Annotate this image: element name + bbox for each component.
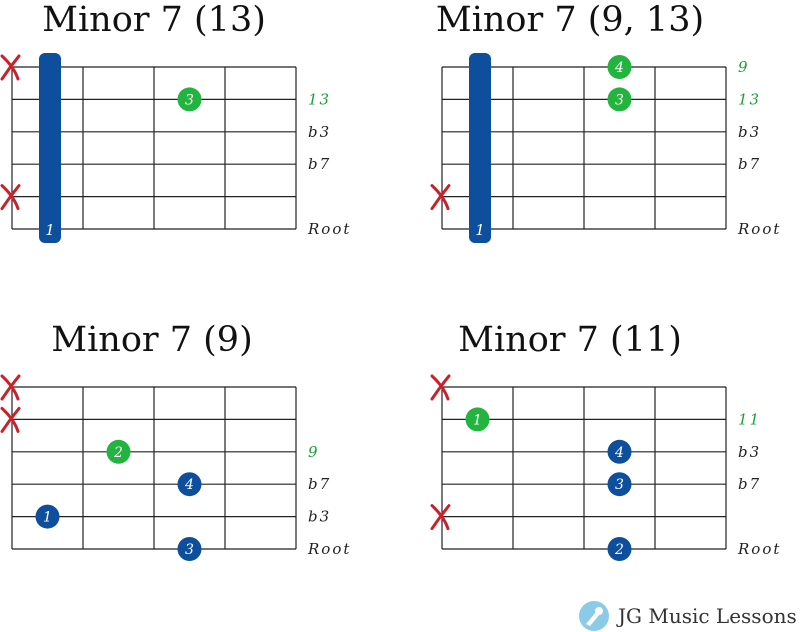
finger-number: 1 <box>473 412 482 428</box>
interval-label: 13 <box>308 90 331 108</box>
mute-x-icon <box>430 504 451 531</box>
finger-number: 2 <box>113 445 123 461</box>
chord-title: Minor 7 (13) <box>42 0 266 40</box>
interval-label: 11 <box>738 410 761 428</box>
interval-label: Root <box>307 540 351 558</box>
interval-label: b7 <box>738 475 761 493</box>
interval-label: Root <box>737 540 781 558</box>
chord-title: Minor 7 (9, 13) <box>435 0 705 40</box>
interval-label: Root <box>307 220 351 238</box>
barre-finger-label: 1 <box>45 221 55 239</box>
finger-dot: 3 <box>607 87 632 112</box>
finger-number: 2 <box>614 542 624 558</box>
finger-number: 3 <box>615 92 624 108</box>
finger-dot: 3 <box>177 537 202 561</box>
interval-label: b3 <box>308 508 331 526</box>
finger-number: 4 <box>184 477 194 493</box>
mute-x-icon <box>0 54 21 81</box>
finger-number: 4 <box>614 60 624 76</box>
brand-name: JG Music Lessons <box>618 604 797 628</box>
interval-label: b3 <box>738 123 761 141</box>
finger-number: 3 <box>185 542 194 558</box>
interval-label: b7 <box>308 475 331 493</box>
finger-dot: 4 <box>607 55 632 79</box>
interval-label: b7 <box>308 155 331 173</box>
finger-dot: 1 <box>465 407 490 432</box>
mute-x-icon <box>0 406 21 433</box>
interval-label: 9 <box>308 443 320 461</box>
barre <box>469 53 491 243</box>
finger-number: 3 <box>185 92 194 108</box>
mute-x-icon <box>0 184 21 211</box>
interval-label: b3 <box>308 123 331 141</box>
interval-label: b7 <box>738 155 761 173</box>
grid <box>441 386 727 550</box>
barre-finger-label: 1 <box>475 221 485 239</box>
mute-x-icon <box>430 184 451 211</box>
finger-dot: 1 <box>35 504 60 529</box>
mute-x-icon <box>430 374 451 401</box>
finger-dot: 3 <box>607 472 632 497</box>
chord-title: Minor 7 (11) <box>458 320 682 360</box>
guitar-pick-icon <box>579 601 609 631</box>
interval-label: Root <box>737 220 781 238</box>
finger-dot: 4 <box>607 439 632 464</box>
barre <box>39 53 61 243</box>
finger-number: 3 <box>615 477 624 493</box>
chord-title: Minor 7 (9) <box>51 320 253 360</box>
finger-dot: 2 <box>106 439 131 464</box>
finger-dot: 3 <box>177 87 202 112</box>
interval-label: b3 <box>738 443 761 461</box>
interval-label: 9 <box>738 58 750 76</box>
mute-x-icon <box>0 374 21 401</box>
finger-number: 4 <box>614 445 624 461</box>
finger-dot: 2 <box>607 537 632 561</box>
brand-logo: JG Music Lessons <box>578 600 797 632</box>
finger-dot: 4 <box>177 472 202 497</box>
finger-number: 1 <box>43 510 52 526</box>
interval-label: 13 <box>738 90 761 108</box>
